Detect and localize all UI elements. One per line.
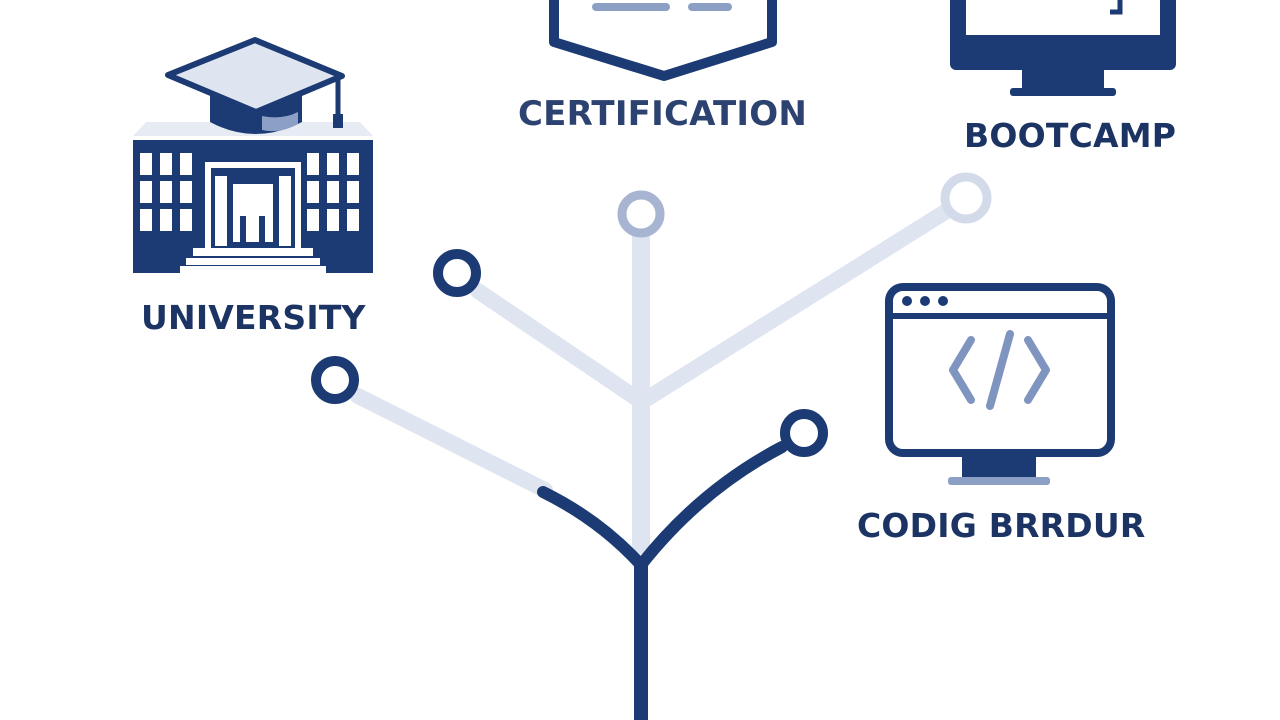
- branch-light-lower-left: [350, 388, 553, 498]
- node-upper-left: [433, 249, 481, 297]
- university-building-icon: [133, 122, 373, 273]
- label-bootcamp: BOOTCAMP: [964, 116, 1177, 155]
- branch-navy-left: [537, 486, 647, 571]
- branch-navy-right: [635, 441, 788, 571]
- navy-branches: [537, 441, 788, 720]
- node-right: [780, 409, 828, 457]
- graduation-cap-icon: [165, 37, 345, 134]
- label-coding: CODIG BRRDUR: [857, 506, 1146, 545]
- node-upper-right: [940, 172, 992, 224]
- branch-light-upper-right: [640, 204, 953, 406]
- label-certification: CERTIFICATION: [518, 94, 807, 134]
- branch-nodes: [311, 172, 992, 457]
- branch-light-upper-left: [470, 283, 644, 406]
- monitor-icon: [950, 0, 1176, 96]
- light-branches: [350, 204, 953, 554]
- node-lower-left: [311, 356, 359, 404]
- code-browser-icon: [885, 283, 1115, 485]
- node-center-top: [617, 190, 665, 238]
- certificate-badge-icon: [549, 0, 777, 81]
- label-university: UNIVERSITY: [141, 298, 366, 337]
